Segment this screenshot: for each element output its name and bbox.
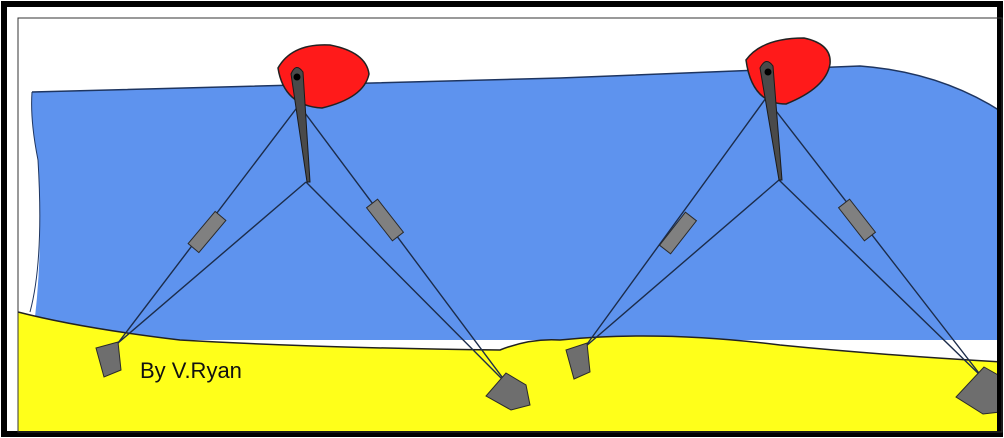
author-credit: By V.Ryan [140,358,242,383]
buoy-pivot [294,74,301,81]
buoy-pivot [765,69,772,76]
sea-water [32,66,1002,340]
